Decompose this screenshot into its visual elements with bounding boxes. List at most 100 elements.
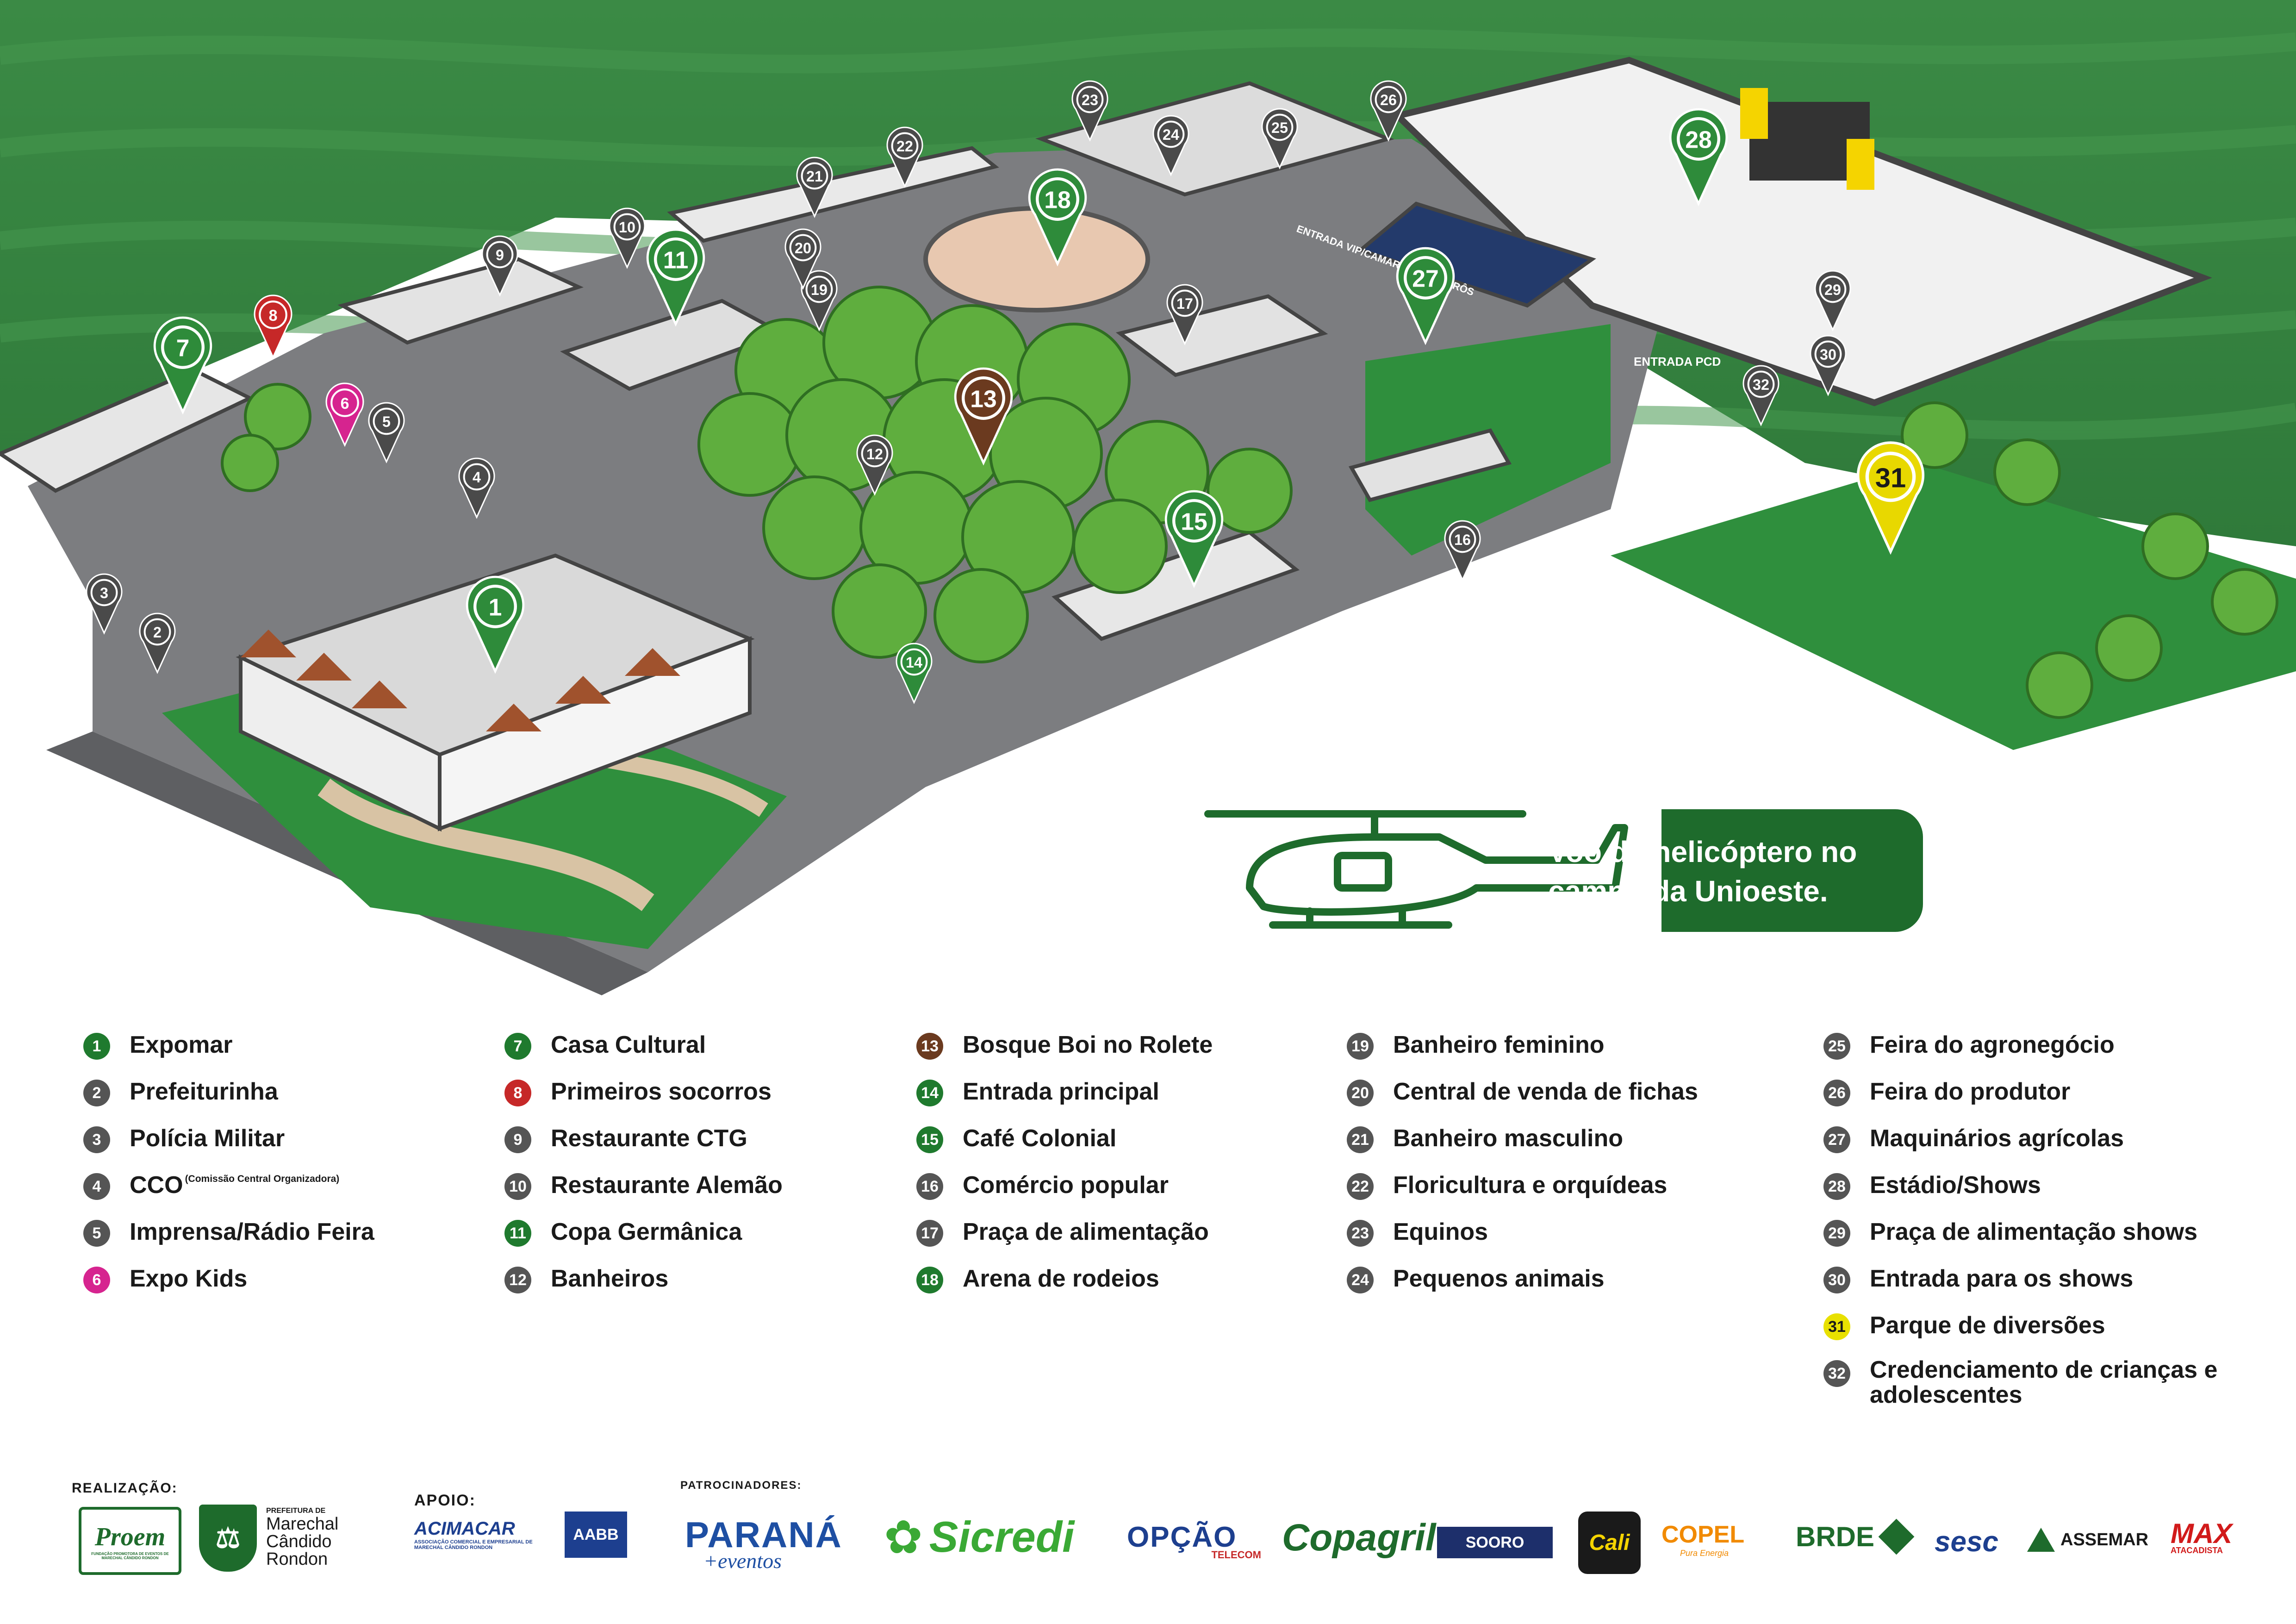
entrance-pcd-label: ENTRADA PCD	[1634, 355, 1721, 369]
prefeitura-crest: ⚖	[199, 1505, 257, 1572]
map-pin-29[interactable]: 29	[1814, 270, 1851, 332]
map-pin-6[interactable]: 6	[325, 382, 364, 447]
legend-number-badge: 21	[1347, 1126, 1374, 1153]
map-pin-2[interactable]: 2	[139, 612, 176, 675]
parana-logo: PARANÁ +eventos	[685, 1514, 861, 1579]
legend-label: Credenciamento de crianças e adolescente…	[1870, 1356, 2218, 1408]
legend-label: Polícia Militar	[130, 1125, 285, 1152]
legend-label: Arena de rodeios	[963, 1265, 1159, 1292]
stage-screen-left	[1740, 88, 1768, 139]
legend-number-badge: 12	[504, 1267, 531, 1293]
legend-number-badge: 11	[504, 1220, 531, 1247]
map-pin-26[interactable]: 26	[1370, 80, 1407, 142]
opcao-logo-text: OPÇÃO	[1127, 1521, 1237, 1553]
map-pin-5[interactable]: 5	[368, 402, 405, 464]
realizacao-caption: REALIZAÇÃO:	[72, 1480, 178, 1496]
map-pin-31[interactable]: 31	[1856, 441, 1925, 555]
garden-paths	[317, 778, 654, 912]
brde-logo: BRDE	[1796, 1518, 1915, 1555]
legend-number-badge: 24	[1347, 1267, 1374, 1293]
legend-number-badge: 22	[1347, 1173, 1374, 1200]
sooro-logo-text: SOORO	[1465, 1533, 1524, 1551]
map-pin-9[interactable]: 9	[481, 235, 518, 297]
legend-number-badge: 1	[83, 1033, 110, 1060]
max-logo-sub: ATACADISTA	[2171, 1546, 2223, 1555]
legend-label: Banheiro feminino	[1393, 1031, 1605, 1058]
map-pin-number: 4	[473, 469, 481, 486]
legend-number-badge: 30	[1823, 1267, 1850, 1293]
map-pin-number: 29	[1824, 281, 1841, 298]
map-pin-23[interactable]: 23	[1071, 80, 1108, 142]
prefeitura-small: PREFEITURA DE	[266, 1507, 326, 1515]
map-pin-22[interactable]: 22	[886, 126, 923, 188]
map-pin-3[interactable]: 3	[86, 573, 123, 635]
legend-number-badge: 17	[916, 1220, 943, 1247]
helicopter-text: Voo de helicóptero no campo da Unioeste.	[1548, 832, 1857, 911]
map-pin-number: 2	[153, 624, 162, 641]
map-pin-30[interactable]: 30	[1810, 335, 1847, 397]
legend-label: Imprensa/Rádio Feira	[130, 1218, 374, 1245]
map-pin-27[interactable]: 27	[1396, 247, 1455, 345]
sooro-logo: SOORO	[1437, 1527, 1553, 1558]
map-pin-12[interactable]: 12	[856, 434, 893, 496]
map-pin-19[interactable]: 19	[801, 270, 838, 332]
opcao-logo-sub: TELECOM	[1211, 1549, 1261, 1561]
legend-label: Banheiros	[551, 1265, 669, 1292]
map-pin-20[interactable]: 20	[784, 228, 821, 290]
aabb-logo-text: AABB	[573, 1525, 619, 1543]
legend-label: Equinos	[1393, 1218, 1488, 1245]
legend-label: CCO(Comissão Central Organizadora)	[130, 1172, 340, 1199]
map-pin-1[interactable]: 1	[466, 575, 525, 674]
map-pin-17[interactable]: 17	[1166, 284, 1203, 346]
copagril-logo: Copagril	[1282, 1517, 1436, 1559]
map-pin-21[interactable]: 21	[796, 156, 833, 219]
map-pin-8[interactable]: 8	[254, 294, 292, 359]
copel-logo-text: COPEL	[1661, 1521, 1745, 1548]
map-pin-25[interactable]: 25	[1261, 108, 1298, 170]
proem-logo: Proem FUNDAÇÃO PROMOTORA DE EVENTOS DE M…	[79, 1507, 181, 1575]
legend-number-badge: 27	[1823, 1126, 1850, 1153]
legend-number-badge: 14	[916, 1080, 943, 1106]
map-pin-14[interactable]: 14	[896, 643, 933, 705]
map-pin-number: 24	[1163, 126, 1179, 143]
legend-number-badge: 16	[916, 1173, 943, 1200]
map-pin-number: 19	[811, 281, 828, 298]
map-pin-number: 32	[1753, 376, 1769, 393]
building-comercio	[1348, 428, 1512, 502]
map-pin-number: 6	[341, 395, 349, 412]
max-logo: MAX ATACADISTA	[2171, 1518, 2232, 1555]
building-agro	[1356, 201, 1596, 308]
map-pin-number: 11	[663, 246, 689, 273]
legend-label: Comércio popular	[963, 1172, 1169, 1199]
map-pin-18[interactable]: 18	[1028, 168, 1087, 267]
assemar-logo: ASSEMAR	[2027, 1528, 2148, 1552]
map-pin-15[interactable]: 15	[1164, 490, 1224, 588]
map-pin-16[interactable]: 16	[1444, 520, 1481, 582]
map-pin-number: 30	[1820, 346, 1836, 363]
map-pin-28[interactable]: 28	[1669, 108, 1728, 206]
map-pin-11[interactable]: 11	[646, 228, 705, 327]
map-pin-number: 3	[100, 585, 108, 601]
map-pin-number: 14	[906, 654, 922, 671]
sesc-logo: sesc	[1935, 1526, 1998, 1558]
legend-label: Banheiro masculino	[1393, 1125, 1623, 1152]
copel-logo: COPEL Pura Energia	[1661, 1521, 1744, 1558]
map-pin-10[interactable]: 10	[609, 207, 646, 269]
map-pin-32[interactable]: 32	[1742, 365, 1780, 427]
legend-number-badge: 31	[1823, 1313, 1850, 1340]
acimacar-logo-text: ACIMACAR	[414, 1518, 515, 1539]
legend-number-badge: 26	[1823, 1080, 1850, 1106]
map-pin-number: 13	[970, 385, 996, 412]
legend-label: Praça de alimentação shows	[1870, 1218, 2198, 1245]
map-pin-7[interactable]: 7	[153, 316, 212, 415]
legend-label: Feira do agronegócio	[1870, 1031, 2115, 1058]
map-pin-13[interactable]: 13	[954, 367, 1013, 466]
legend-number-badge: 4	[83, 1173, 110, 1200]
helicopter-line2: campo da Unioeste.	[1548, 874, 1828, 908]
map-pin-24[interactable]: 24	[1152, 115, 1189, 177]
map-pin-4[interactable]: 4	[458, 457, 495, 519]
prefeitura-text: PREFEITURA DE Marechal Cândido Rondon	[266, 1507, 359, 1568]
legend-label: Entrada principal	[963, 1078, 1159, 1105]
legend-label: Café Colonial	[963, 1125, 1117, 1152]
